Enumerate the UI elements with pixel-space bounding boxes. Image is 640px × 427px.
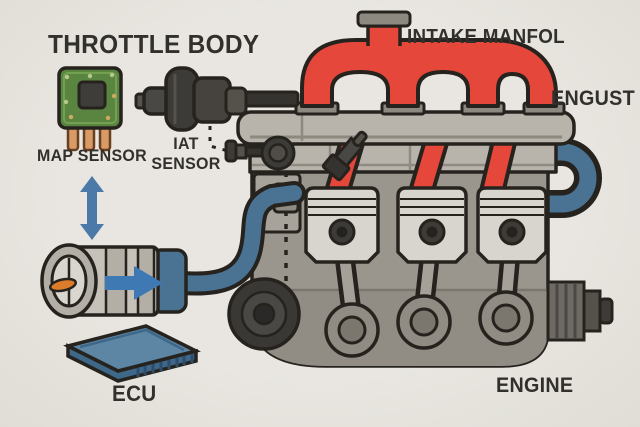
intake-manifold-label: INTAKE MANFOL bbox=[407, 26, 565, 48]
piston bbox=[396, 186, 468, 264]
iat-sensor-label: IAT SENSOR bbox=[148, 134, 223, 175]
crankshaft-end bbox=[546, 280, 614, 342]
exhaust-label: ENGUST bbox=[551, 87, 635, 110]
iat-label-line2: SENSOR bbox=[151, 154, 221, 174]
piston bbox=[304, 186, 380, 264]
airflow-arrow-icon bbox=[105, 266, 163, 300]
pulley-icon bbox=[227, 277, 301, 351]
map-sensor-label: MAP SENSOR bbox=[37, 146, 147, 165]
head-bolt-icon bbox=[224, 135, 296, 171]
spark-plug-icon bbox=[321, 130, 368, 182]
engine-label: ENGINE bbox=[496, 374, 574, 397]
iat-sensor-icon bbox=[134, 66, 300, 153]
map-vacuum-arrow-icon bbox=[80, 176, 104, 240]
intake-manifold-icon bbox=[300, 10, 558, 108]
flow-arrows bbox=[80, 176, 163, 300]
throttle-body-label: THROTTLE BODY bbox=[48, 29, 260, 59]
iat-label-line1: IAT bbox=[173, 134, 199, 153]
throttle-inlet-stub bbox=[366, 24, 402, 46]
iat-rod bbox=[240, 90, 300, 108]
throttle-plate bbox=[48, 277, 78, 293]
pistons bbox=[304, 186, 548, 264]
inlet-flange bbox=[356, 10, 412, 28]
intake-hose bbox=[170, 181, 306, 296]
ecu-icon bbox=[63, 324, 201, 383]
ecu-label: ECU bbox=[112, 381, 157, 406]
exhaust-pipe-icon bbox=[538, 138, 602, 218]
chip bbox=[77, 80, 107, 110]
map-sensor-icon bbox=[57, 66, 123, 152]
piston bbox=[476, 186, 548, 264]
solder-dots bbox=[63, 72, 117, 121]
ecu-connector-fins bbox=[136, 354, 194, 377]
